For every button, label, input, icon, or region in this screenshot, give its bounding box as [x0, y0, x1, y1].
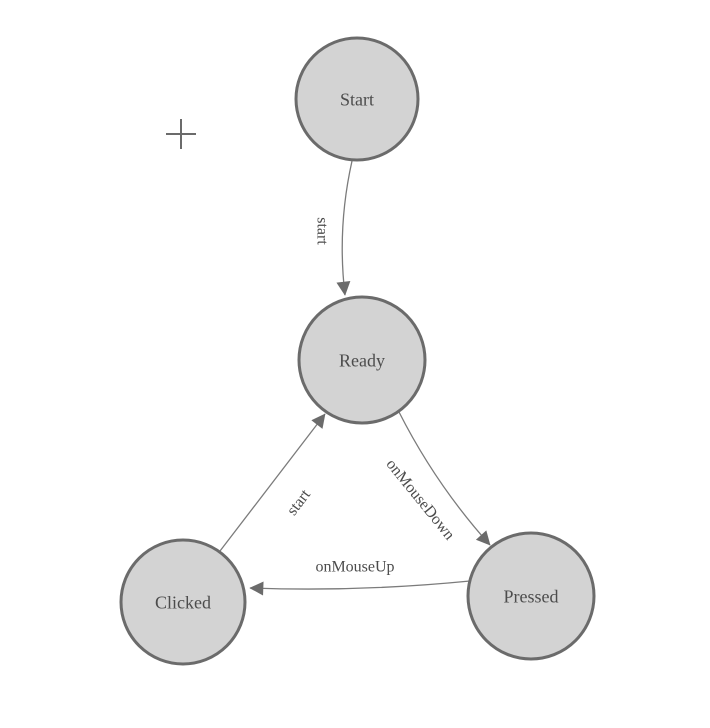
- transition-ready-to-pressed[interactable]: onMouseDown: [382, 411, 491, 546]
- state-circle: [466, 531, 596, 661]
- state-circle: [294, 36, 420, 162]
- plus-crosshair-icon: [166, 119, 196, 149]
- edge-line: [398, 411, 491, 546]
- edge-label: start: [284, 486, 314, 519]
- edge-label: start: [313, 217, 330, 245]
- state-node-pressed[interactable]: Pressed: [466, 531, 596, 661]
- state-label: Start: [340, 89, 374, 109]
- state-circle: [119, 538, 247, 666]
- state-label: Ready: [339, 350, 385, 370]
- transition-pressed-to-clicked[interactable]: onMouseUp: [249, 559, 471, 596]
- transition-clicked-to-ready[interactable]: start: [219, 413, 326, 552]
- edge-line: [336, 160, 353, 296]
- edge-label: onMouseUp: [315, 559, 394, 576]
- state-node-ready[interactable]: Ready: [297, 295, 427, 425]
- edge-line: [219, 413, 326, 552]
- state-label: Clicked: [155, 592, 211, 612]
- state-node-clicked[interactable]: Clicked: [119, 538, 247, 666]
- state-circle: [297, 295, 427, 425]
- edge-label: onMouseDown: [382, 456, 457, 543]
- transition-start-to-ready[interactable]: start: [313, 160, 353, 296]
- edge-line: [249, 580, 471, 596]
- state-node-start[interactable]: Start: [294, 36, 420, 162]
- state-label: Pressed: [504, 586, 559, 606]
